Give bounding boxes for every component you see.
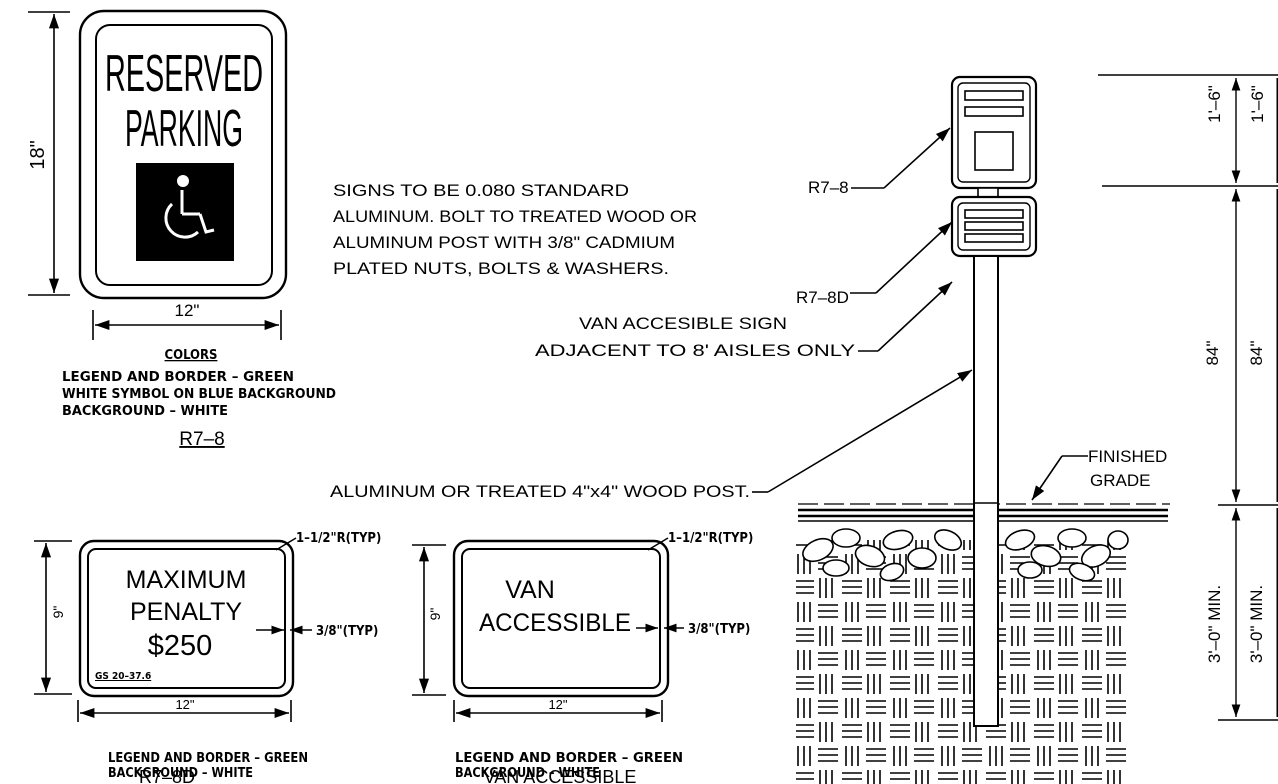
gravel-layer [802,528,1129,582]
finished-grade-line1: FINISHED [1088,447,1167,466]
finished-grade-line2: GRADE [1090,471,1150,490]
statute-reference: GS 20–37.6 [95,671,151,682]
r7-8d-width-dim: 12" [175,697,194,712]
van-line2: ACCESSIBLE [479,609,631,637]
van-width-dim: 12" [548,697,567,712]
sign-height-dim-2: 1'–6" [1248,85,1267,123]
post-note: ALUMINUM OR TREATED 4"x4" WOOD POST. [330,369,973,501]
r7-8-line2: PARKING [125,100,243,158]
van-accessible-sign: 9" VAN ACCESSIBLE 1–1/2"R(TYP) 3/8"(TYP)… [412,531,753,784]
r7-8-colors-line2: WHITE SYMBOL ON BLUE BACKGROUND [62,387,336,402]
material-note-line2: ALUMINUM. BOLT TO TREATED WOOD OR [333,207,697,226]
post-note-text: ALUMINUM OR TREATED 4"x4" WOOD POST. [330,482,750,501]
van-note: VAN ACCESIBLE SIGN ADJACENT TO 8' AISLES… [535,281,953,360]
r7-8d-radius-note: 1–1/2"R(TYP) [296,531,381,546]
material-note-line1: SIGNS TO BE 0.080 STANDARD [333,181,629,200]
van-radius-note: 1–1/2"R(TYP) [668,531,753,546]
embedment-dim: 3'–0" MIN. [1205,585,1224,663]
r7-8d-line2: PENALTY [130,598,242,626]
r7-8-line1: RESERVED [105,45,263,103]
r7-8d-border-note: 3/8"(TYP) [316,624,378,639]
r7-8-colors-line1: LEGEND AND BORDER – GREEN [62,370,294,385]
r7-8d-callout: R7–8D [796,288,849,307]
material-note-line4: PLATED NUTS, BOLTS & WASHERS. [333,259,669,278]
r7-8-width-dim: 12" [175,301,200,320]
r7-8d-sign: 9" MAXIMUM PENALTY $250 GS 20–37.6 1–1/2… [34,531,381,784]
r7-8d-colors-line2: BACKGROUND – WHITE [108,766,253,781]
r7-8-colors-line3: BACKGROUND – WHITE [62,404,228,419]
embedment-dim-2: 3'–0" MIN. [1247,585,1266,663]
van-colors-line2: BACKGROUND – WHITE [455,766,600,781]
van-note-line2: ADJACENT TO 8' AISLES ONLY [535,341,855,360]
clearance-dim-2: 84" [1247,341,1266,366]
r7-8-callout: R7–8 [808,178,849,197]
van-code: VAN ACCESSIBLE [484,767,637,784]
van-height-dim: 9" [427,608,443,621]
material-note-line3: ALUMINUM POST WITH 3/8" CADMIUM [333,233,675,252]
van-colors-line1: LEGEND AND BORDER – GREEN [455,751,683,766]
r7-8-sign: 18" RESERVED PARKING 12" COLORS LEGEND A… [27,9,336,450]
van-note-line1: VAN ACCESIBLE SIGN [579,314,787,333]
van-line1: VAN [505,576,555,604]
sign-height-dim: 1'–6" [1205,85,1224,123]
r7-8d-line1: MAXIMUM [126,566,247,594]
material-note: SIGNS TO BE 0.080 STANDARD ALUMINUM. BOL… [333,181,697,278]
r7-8d-code: R7–8D [139,767,195,784]
van-border-note: 3/8"(TYP) [688,622,750,637]
wheelchair-icon [136,163,234,261]
r7-8d-height-dim: 9" [50,606,66,619]
post-elevation: R7–8 R7–8D FINISHED GRADE 1'–6" 1'–6" 84… [796,74,1278,784]
clearance-dim: 84" [1203,341,1222,366]
r7-8-code: R7–8 [179,429,224,450]
r7-8d-colors-line1: LEGEND AND BORDER – GREEN [108,751,308,766]
r7-8d-line3: $250 [148,630,213,662]
r7-8-height-dim: 18" [27,140,49,169]
r7-8-colors-heading: COLORS [165,348,218,363]
